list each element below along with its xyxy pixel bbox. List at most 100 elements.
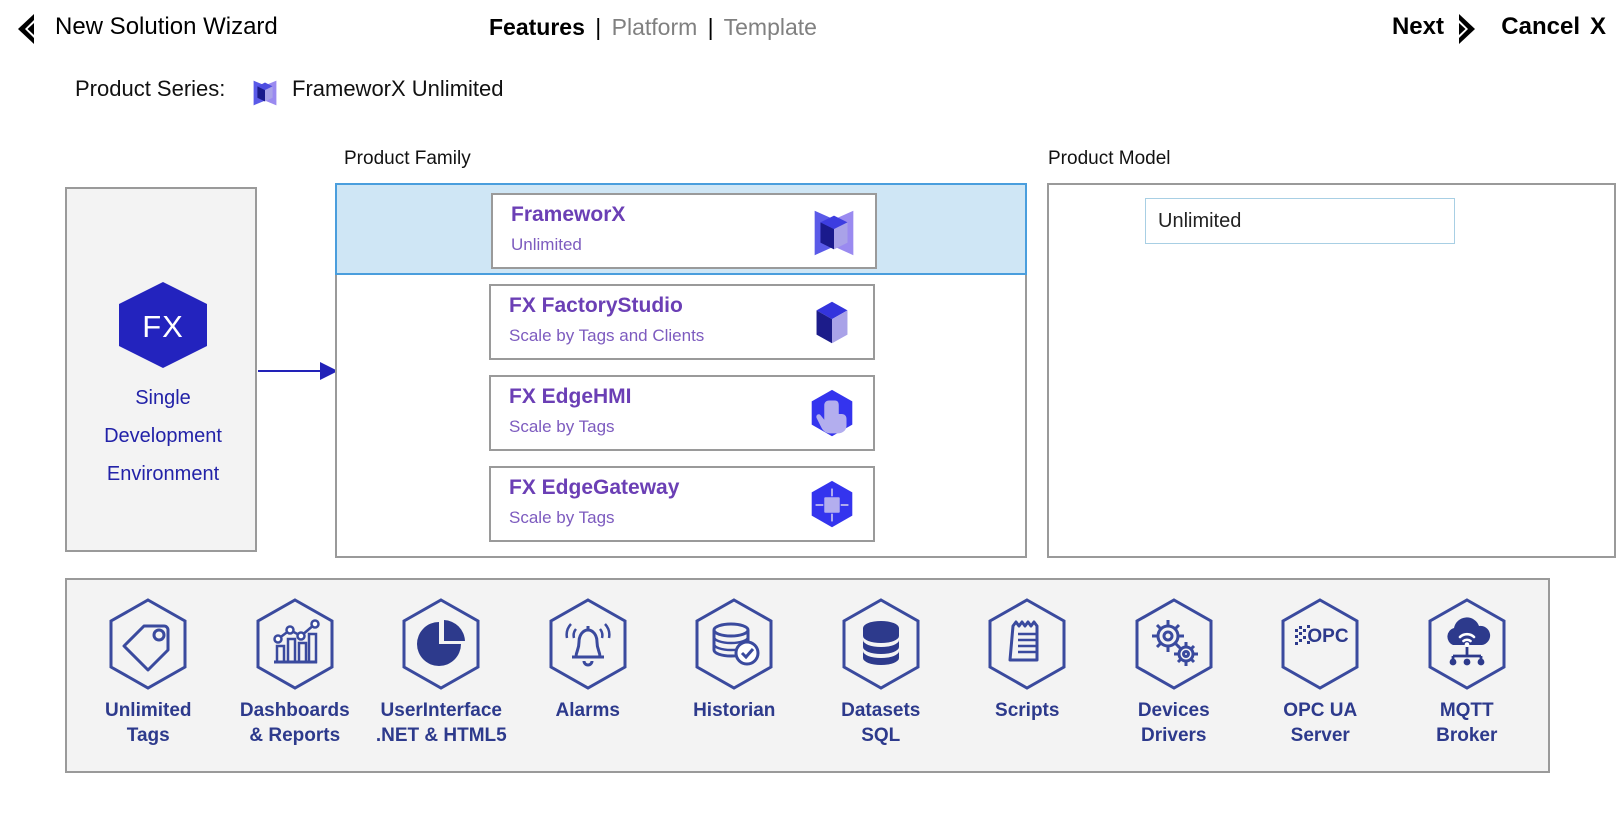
- feature-devices-drivers[interactable]: Devices Drivers: [1110, 596, 1238, 748]
- product-family-row-factorystudio[interactable]: FX FactoryStudio Scale by Tags and Clien…: [337, 276, 1025, 368]
- env-line-1: Single: [135, 387, 191, 409]
- tab-platform[interactable]: Platform: [611, 14, 698, 40]
- product-series-row: Product Series: FrameworX Unlimited: [0, 72, 1624, 114]
- gateway-hex-icon: [803, 476, 861, 534]
- feature-label: Dashboards & Reports: [240, 698, 350, 748]
- feature-label: Scripts: [995, 698, 1059, 723]
- piechart-hex-icon: [393, 596, 489, 692]
- single-development-environment-panel: FX Single Development Environment: [65, 187, 257, 552]
- product-family-sub: Unlimited: [511, 235, 582, 254]
- feature-label: Unlimited Tags: [105, 698, 192, 748]
- cancel-button[interactable]: Cancel: [1501, 13, 1580, 40]
- svg-text:FX: FX: [142, 309, 184, 344]
- gears-hex-icon: [1126, 596, 1222, 692]
- product-family-caption: Product Family: [344, 148, 471, 169]
- feature-label-line2: .NET & HTML5: [375, 725, 507, 746]
- feature-alarms[interactable]: Alarms: [524, 596, 652, 723]
- feature-label-line1: MQTT: [1439, 700, 1494, 721]
- product-series-label: Product Series:: [75, 76, 226, 101]
- product-family-name: FX FactoryStudio: [509, 294, 683, 317]
- feature-label-line1: Datasets: [841, 700, 921, 721]
- fx-logo-icon: FX: [113, 280, 213, 370]
- bell-hex-icon: [540, 596, 636, 692]
- environment-caption: Single Development Environment: [67, 379, 259, 493]
- product-family-row-frameworx[interactable]: FrameworX Unlimited: [335, 183, 1027, 275]
- frameworx-cube-icon: [246, 74, 284, 112]
- feature-label: Datasets SQL: [841, 698, 920, 748]
- chart-hex-icon: [247, 596, 343, 692]
- product-family-card[interactable]: FX FactoryStudio Scale by Tags and Clien…: [489, 284, 875, 360]
- feature-label-line2: Server: [1290, 725, 1350, 746]
- feature-label-line2: Tags: [126, 725, 170, 746]
- product-family-name: FrameworX: [511, 203, 626, 226]
- product-family-name: FX EdgeGateway: [509, 476, 680, 499]
- cube-icon: [803, 294, 861, 352]
- svg-text:OPC: OPC: [1308, 626, 1349, 647]
- script-hex-icon: [979, 596, 1075, 692]
- product-family-card[interactable]: FX EdgeGateway Scale by Tags: [489, 466, 875, 542]
- feature-historian[interactable]: Historian: [670, 596, 798, 723]
- arrow-connector-icon: [258, 356, 338, 386]
- feature-mqtt-broker[interactable]: MQTT Broker: [1403, 596, 1531, 748]
- database-hex-icon: [833, 596, 929, 692]
- feature-label-line1: Scripts: [995, 700, 1060, 721]
- env-line-3: Environment: [106, 463, 220, 485]
- product-model-panel: Unlimited: [1047, 183, 1616, 558]
- feature-unlimited-tags[interactable]: Unlimited Tags: [84, 596, 212, 748]
- feature-label: Devices Drivers: [1138, 698, 1210, 748]
- opc-hex-icon: OPC: [1272, 596, 1368, 692]
- feature-label-line1: Alarms: [555, 700, 620, 721]
- database-check-hex-icon: [686, 596, 782, 692]
- wizard-header: New Solution Wizard Features | Platform …: [0, 0, 1624, 58]
- feature-datasets-sql[interactable]: Datasets SQL: [817, 596, 945, 748]
- tab-template[interactable]: Template: [723, 14, 817, 40]
- product-family-row-edgegateway[interactable]: FX EdgeGateway Scale by Tags: [337, 458, 1025, 550]
- nav-separator-1: |: [595, 14, 602, 40]
- product-series-value: FrameworX Unlimited: [292, 76, 504, 101]
- feature-label: Alarms: [556, 698, 620, 723]
- feature-label: Historian: [693, 698, 775, 723]
- product-family-name: FX EdgeHMI: [509, 385, 632, 408]
- feature-label-line2: & Reports: [249, 725, 341, 746]
- product-model-value: Unlimited: [1158, 210, 1242, 232]
- feature-label-line1: Historian: [693, 700, 776, 721]
- feature-dashboards-reports[interactable]: Dashboards & Reports: [231, 596, 359, 748]
- feature-label-line1: OPC UA: [1283, 700, 1358, 721]
- product-model-caption: Product Model: [1048, 148, 1171, 169]
- product-family-panel: FrameworX Unlimited FX FactoryStudio Sca…: [335, 183, 1027, 558]
- product-family-row-edgehmi[interactable]: FX EdgeHMI Scale by Tags: [337, 367, 1025, 459]
- close-icon[interactable]: X: [1589, 13, 1606, 40]
- feature-bar: Unlimited Tags Dashboards & Reports: [65, 578, 1550, 773]
- feature-scripts[interactable]: Scripts: [963, 596, 1091, 723]
- feature-label-line1: Unlimited: [104, 700, 192, 721]
- wizard-step-nav: Features | Platform | Template: [489, 14, 817, 41]
- tag-hex-icon: [100, 596, 196, 692]
- feature-label-line2: Drivers: [1141, 725, 1207, 746]
- next-triangle-icon[interactable]: [1453, 12, 1479, 46]
- feature-label-line1: Dashboards: [239, 700, 350, 721]
- feature-userinterface[interactable]: UserInterface .NET & HTML5: [376, 596, 507, 748]
- cloud-mqtt-hex-icon: [1419, 596, 1515, 692]
- feature-label: OPC UA Server: [1283, 698, 1357, 748]
- product-family-sub: Scale by Tags: [509, 417, 615, 436]
- feature-label: MQTT Broker: [1436, 698, 1497, 748]
- next-button[interactable]: Next: [1391, 13, 1444, 40]
- feature-label-line2: SQL: [861, 725, 901, 746]
- env-line-2: Development: [104, 425, 222, 447]
- back-button[interactable]: [14, 12, 40, 46]
- feature-label-line1: Devices: [1137, 700, 1210, 721]
- product-family-card[interactable]: FrameworX Unlimited: [491, 193, 877, 269]
- feature-label-line1: UserInterface: [380, 700, 502, 721]
- feature-label: UserInterface .NET & HTML5: [376, 698, 507, 748]
- product-family-sub: Scale by Tags and Clients: [509, 326, 705, 345]
- product-family-sub: Scale by Tags: [509, 508, 615, 527]
- hand-pointer-hex-icon: [803, 385, 861, 443]
- frameworx-cube-icon: [805, 203, 863, 261]
- feature-opc-ua-server[interactable]: OPC OPC UA Server: [1256, 596, 1384, 748]
- feature-label-line2: Broker: [1436, 725, 1498, 746]
- tab-features[interactable]: Features: [489, 14, 585, 40]
- page-title: New Solution Wizard: [55, 13, 278, 40]
- product-model-field[interactable]: Unlimited: [1145, 198, 1455, 244]
- nav-separator-2: |: [707, 14, 714, 40]
- product-family-card[interactable]: FX EdgeHMI Scale by Tags: [489, 375, 875, 451]
